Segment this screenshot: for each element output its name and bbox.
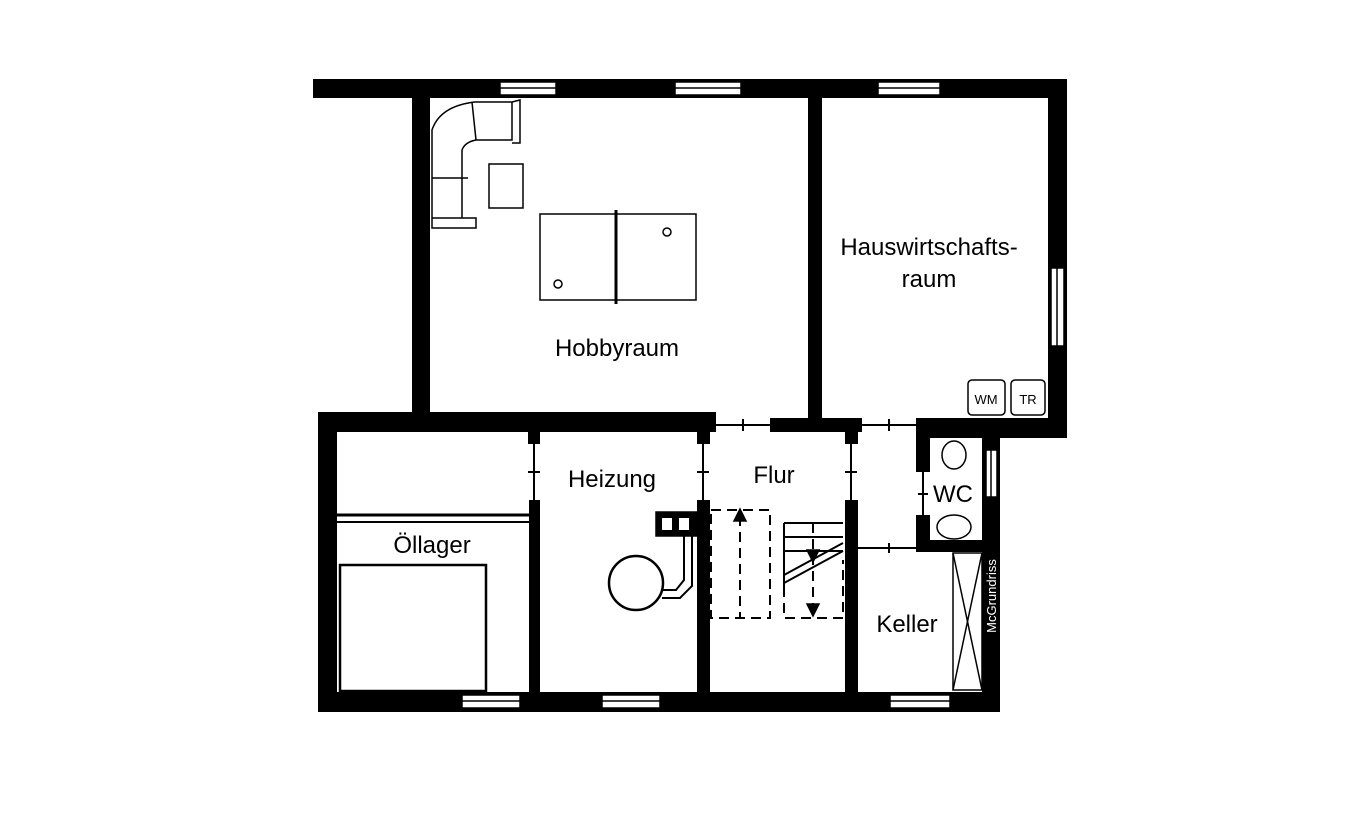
room-label-hwr-2: raum bbox=[902, 266, 957, 293]
dryer bbox=[1010, 379, 1046, 416]
windows bbox=[461, 81, 1065, 709]
room-label-wc: WC bbox=[933, 481, 973, 508]
toilet-icon bbox=[941, 440, 967, 470]
watermark: McGrundriss bbox=[984, 559, 999, 633]
doors bbox=[528, 419, 928, 553]
flur-left-wall bbox=[697, 500, 710, 692]
sofa-icon bbox=[431, 99, 521, 229]
room-label-hobbyraum: Hobbyraum bbox=[555, 335, 679, 362]
hobbyraum-left-wall bbox=[412, 79, 430, 431]
room-label-heizung: Heizung bbox=[568, 466, 656, 493]
stairs bbox=[710, 509, 844, 619]
table-tennis-table bbox=[539, 213, 697, 301]
paddle-icon bbox=[553, 279, 563, 289]
lower-right-wall bbox=[982, 432, 1000, 712]
cabinet bbox=[952, 552, 983, 691]
washing-machine bbox=[967, 379, 1006, 416]
flur-right-wall bbox=[845, 500, 858, 692]
sink-icon bbox=[936, 514, 972, 540]
wc-bottom-wall bbox=[916, 540, 1000, 552]
coffee-table bbox=[488, 163, 524, 209]
middle-wall-left bbox=[318, 412, 716, 432]
middle-wall-center bbox=[770, 418, 862, 432]
walls bbox=[313, 79, 1067, 712]
room-label-oellager: Öllager bbox=[393, 532, 470, 559]
hobby-hwr-wall bbox=[808, 98, 822, 420]
lower-left-wall bbox=[318, 412, 337, 712]
hwr-right-wall bbox=[1048, 79, 1067, 438]
paddle-icon bbox=[662, 227, 672, 237]
room-label-keller: Keller bbox=[876, 611, 937, 638]
wc-left-wall-top bbox=[916, 432, 930, 472]
middle-wall-right bbox=[916, 418, 1067, 438]
furniture bbox=[337, 99, 1046, 693]
room-label-flur: Flur bbox=[753, 462, 794, 489]
washing-machine-label: WM bbox=[974, 392, 997, 407]
dryer-label: TR bbox=[1019, 392, 1036, 407]
oil-tank bbox=[338, 563, 488, 693]
room-label-hwr-1: Hauswirtschafts- bbox=[840, 234, 1017, 261]
boiler-icon bbox=[607, 554, 665, 612]
heizung-left-wall bbox=[529, 500, 540, 692]
